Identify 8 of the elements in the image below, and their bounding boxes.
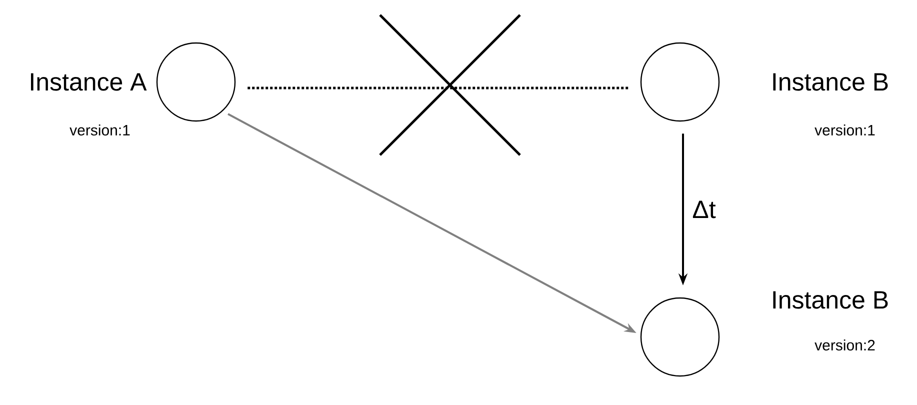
edge-label: Δt: [691, 200, 717, 220]
instance-label: Instance B: [773, 291, 888, 309]
version-label: version:2: [814, 340, 875, 350]
version-label: version:1: [70, 124, 130, 136]
version-label: version:1: [814, 124, 875, 136]
instance-label: Instance B: [773, 73, 888, 91]
instance-label: Instance A: [30, 73, 147, 91]
connector-line: [248, 86, 628, 90]
